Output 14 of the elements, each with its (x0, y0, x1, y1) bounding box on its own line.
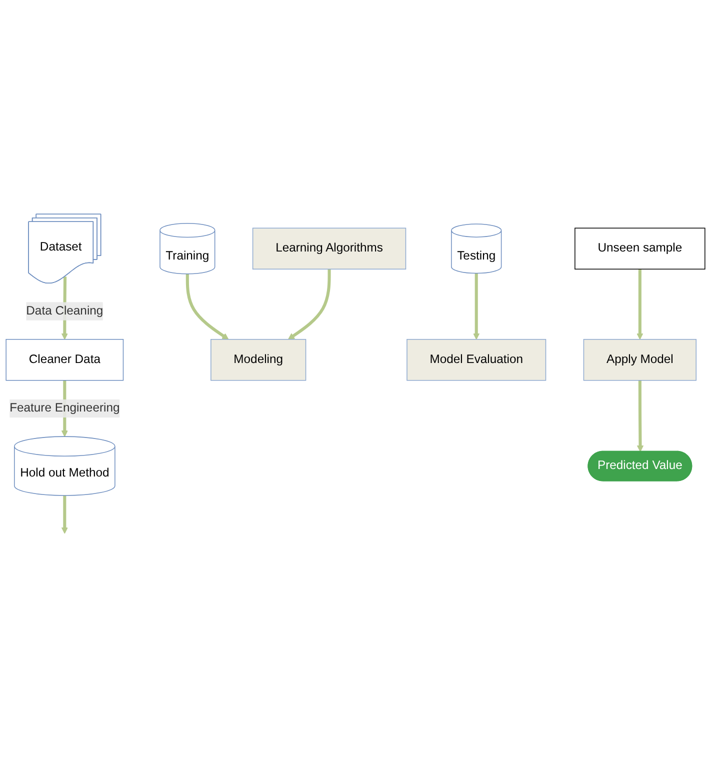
arrow (61, 496, 68, 534)
edge-label: Data Cleaning (26, 304, 104, 318)
arrow (186, 274, 229, 340)
arrow (288, 269, 331, 340)
node-box: Modeling (210, 339, 306, 382)
edge-label: Feature Engineering (10, 402, 120, 415)
node-box: Learning Algorithms (252, 228, 406, 270)
node-box: Apply Model (583, 339, 697, 382)
arrow (473, 274, 480, 340)
arrow (636, 380, 644, 452)
node-box: Unseen sample (574, 228, 706, 270)
node-box: Cleaner Data (6, 339, 124, 382)
arrow (636, 269, 644, 340)
node-box: Model Evaluation (406, 339, 546, 382)
